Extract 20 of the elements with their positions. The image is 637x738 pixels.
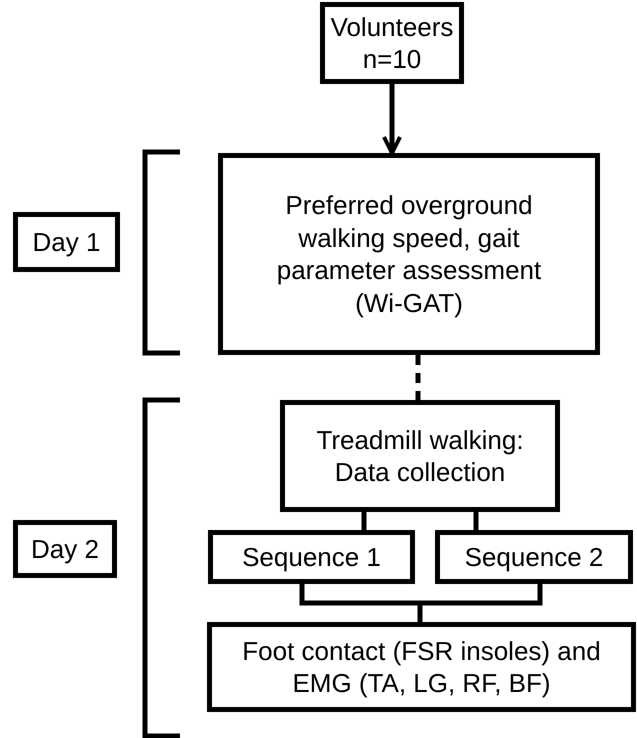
box-text: Day 2 (31, 532, 99, 566)
box-text: Day 1 (32, 226, 100, 258)
process-box (435, 530, 633, 584)
process-box (208, 530, 415, 584)
process-box (218, 153, 600, 355)
box-text: Sequence 1 (242, 540, 381, 574)
box-text: Preferred overground walking speed, gait parameter assessment (Wi-GAT) (276, 189, 542, 319)
connector-line (474, 512, 478, 530)
arrow (382, 84, 402, 155)
connector-line (416, 355, 420, 400)
box-text: Treadmill walking: Data collection (315, 424, 525, 488)
process-box (13, 212, 120, 272)
process-box (280, 400, 560, 512)
box-text: Foot contact (FSR insoles) and EMG (TA, LG, RF, BF) (241, 634, 602, 700)
process-box (13, 520, 117, 578)
process-box (207, 622, 636, 712)
box-text: Volunteers n=10 (330, 10, 454, 76)
box-text: Sequence 2 (464, 540, 604, 574)
process-box (320, 2, 464, 84)
connector-line (362, 512, 366, 530)
